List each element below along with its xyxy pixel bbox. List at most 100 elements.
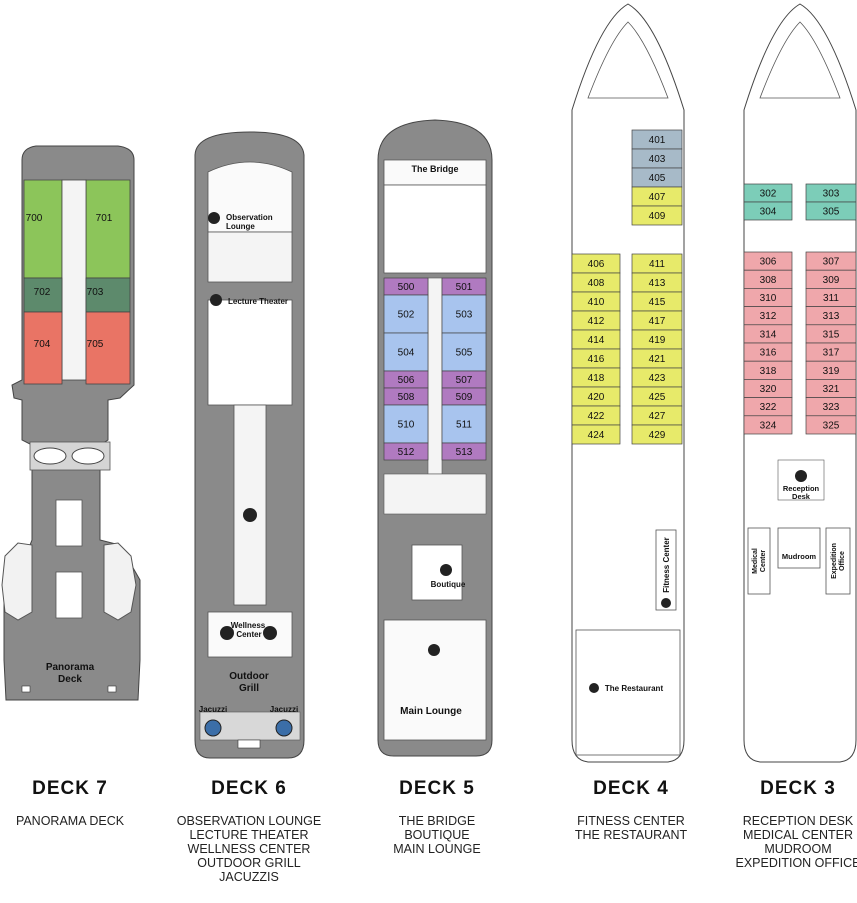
deck-7-cabin-705-number: 705 [87, 339, 104, 350]
deck-4-plan: 4014034054074094064084104124144164184204… [571, 3, 685, 763]
deck-4-cabin-419-number: 419 [649, 335, 666, 346]
deck-6-lecture-theater [207, 299, 293, 406]
deck-6-jacuzzi-right-label: Jacuzzi [270, 705, 298, 714]
deck-3-feature: EXPEDITION OFFICE [735, 856, 857, 870]
deck-5-cabin-511 [441, 404, 487, 444]
deck-7-starboard-wing [103, 542, 137, 621]
deck-4-restaurant-icon [589, 683, 599, 693]
deck-4-cabin-417-number: 417 [649, 316, 666, 327]
deck-7-center-corridor [61, 179, 87, 381]
deck-5-main-lounge [383, 619, 487, 741]
deck-5-cabin-509-number: 509 [456, 392, 473, 403]
deck-5-lounge-icon [428, 644, 440, 656]
deck-5-cabin-506-number: 506 [398, 375, 415, 386]
deck-4-restaurant-label: The Restaurant [605, 684, 664, 693]
deck-4-cabin-420-number: 420 [588, 392, 605, 403]
deck-6-observation-label: Observation [226, 213, 273, 222]
deck-6-feature: LECTURE THEATER [189, 828, 309, 842]
deck-3-cabin-305-number: 305 [823, 207, 840, 218]
deck-6-plan: Observation Lounge Lecture Theater Welln… [194, 131, 305, 759]
deck-3-cabin-313-number: 313 [823, 311, 840, 322]
deck-3-cabin-310-number: 310 [760, 293, 777, 304]
deck-4-cabin-423-number: 423 [649, 373, 666, 384]
deck-7-lifeboat-left [33, 447, 67, 465]
deck-3-cabin-320-number: 320 [760, 384, 777, 395]
deck-4-cabin-424 [571, 424, 621, 445]
deck-6-jacuzzi-left-label: Jacuzzi [199, 705, 227, 714]
deck-7-feature: PANORAMA DECK [15, 814, 125, 828]
deck-6-elevator-icon [243, 508, 257, 522]
deck-7-stairs-right [107, 685, 117, 693]
deck-3-cabin-322-number: 322 [760, 402, 777, 413]
deck-6-feature: OBSERVATION LOUNGE [176, 814, 322, 828]
deck-6-center-corridor [233, 404, 267, 606]
deck-3-bow-inner [759, 21, 841, 99]
deck-4-cabin-413-number: 413 [649, 278, 666, 289]
deck-5-bridge-label: The Bridge [411, 164, 458, 174]
deck-7-cabin-705 [85, 311, 131, 385]
deck-6-stern-stairs [237, 739, 261, 749]
deck-4-feature: THE RESTAURANT [574, 828, 688, 842]
deck-4-cabin-403-number: 403 [649, 154, 666, 165]
deck-6-title: DECK 6 [211, 778, 287, 799]
deck-7-opening-2 [55, 571, 83, 619]
deck-5-forward-area [383, 184, 487, 274]
deck-3-cabin-317-number: 317 [823, 348, 840, 359]
deck-5-cabin-504-number: 504 [398, 348, 415, 359]
deck-5-feature: BOUTIQUE [404, 828, 470, 842]
deck-5-cabin-502-number: 502 [398, 310, 415, 321]
deck-4-cabin-406-number: 406 [588, 259, 605, 270]
deck-6-wellness-icon [263, 626, 277, 640]
deck-7-cabin-700 [23, 179, 63, 279]
deck-5-cabin-501-number: 501 [456, 282, 473, 293]
deck-7-lifeboat-right [71, 447, 105, 465]
deck-7-panorama-label: Panorama [46, 662, 95, 673]
deck-6-center-label: Center [236, 630, 261, 639]
deck-3-cabin-311-number: 311 [823, 293, 839, 304]
deck-4-cabin-415-number: 415 [649, 297, 666, 308]
deck-3-cabin-305 [805, 201, 857, 221]
deck-5-cabin-503-number: 503 [456, 310, 473, 321]
deck-7-cabin-704-number: 704 [34, 339, 51, 350]
deck-3-cabin-319-number: 319 [823, 366, 840, 377]
deck-3-title: DECK 3 [760, 778, 836, 799]
deck-7-cabin-700-number: 700 [26, 213, 43, 224]
deck-4-cabin-429-number: 429 [649, 430, 666, 441]
deck-6-lounge-icon [208, 212, 220, 224]
deck-3-cabin-306-number: 306 [760, 257, 777, 268]
deck-4-cabin-422-number: 422 [588, 411, 605, 422]
deck-3-feature: RECEPTION DESK [742, 814, 854, 828]
deck-5-cabin-512-number: 512 [398, 447, 415, 458]
deck-3-cabin-303-number: 303 [823, 189, 840, 200]
deck-6-feature: OUTDOOR GRILL [197, 856, 301, 870]
deck-6-corridor-area [207, 231, 293, 283]
deck-4-cabin-418-number: 418 [588, 373, 605, 384]
deck-4-fitness-icon [661, 598, 671, 608]
deck-6-outdoor-grill [200, 662, 300, 704]
deck-6-lecture-icon [210, 294, 222, 306]
deck-3-expedition-label: Expedition [831, 543, 838, 579]
deck-6-outdoor-label: Outdoor [229, 671, 269, 682]
deck-4-cabin-412-number: 412 [588, 316, 605, 327]
deck-6-jacuzzi-right-icon [275, 719, 293, 737]
deck-4-cabin-408-number: 408 [588, 278, 605, 289]
deck-4-caption: DECK 4 FITNESS CENTER THE RESTAURANT [546, 778, 716, 842]
deck-7-cabin-701-number: 701 [96, 213, 113, 224]
deck-4-title: DECK 4 [593, 778, 669, 799]
deck-5-feature: THE BRIDGE [398, 814, 476, 828]
deck-3-cabin-302-number: 302 [760, 189, 777, 200]
deck-4-cabin-409 [631, 205, 683, 226]
deck-5-boutique-label: Boutique [431, 580, 466, 589]
deck-4-cabin-414-number: 414 [588, 335, 605, 346]
deck-7-cabin-702-number: 702 [34, 287, 51, 298]
deck-3-cabin-308-number: 308 [760, 275, 777, 286]
deck-7-caption: DECK 7 PANORAMA DECK [0, 778, 155, 828]
deck-7-port-wing [1, 542, 33, 621]
deck-3-plan: 3023043063083103123143163183203223243033… [743, 3, 857, 763]
deck-3-mudroom-label: Mudroom [782, 552, 816, 561]
deck-7-cabin-701 [85, 179, 131, 279]
deck-6-feature: JACUZZIS [219, 870, 279, 884]
deck-6-feature: WELLNESS CENTER [187, 842, 311, 856]
